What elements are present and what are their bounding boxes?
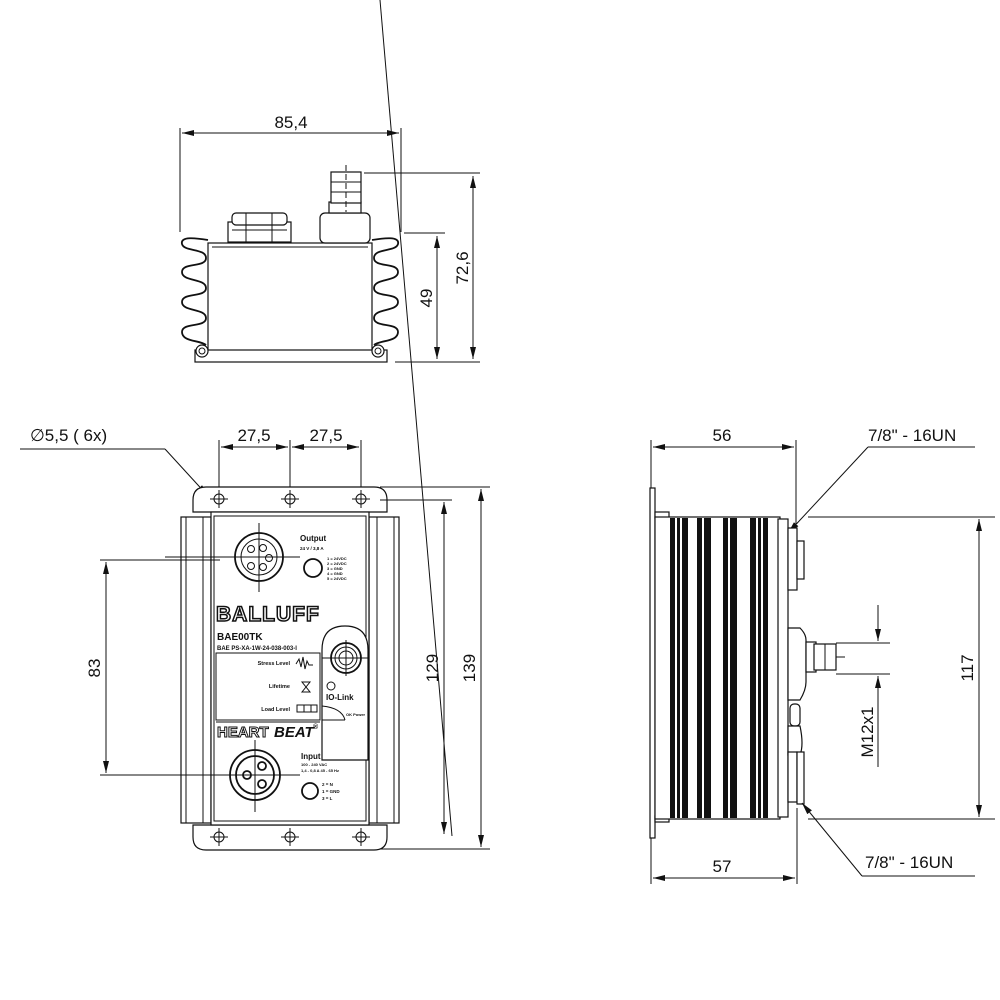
series-logo-beat: BEAT	[274, 724, 316, 741]
spacing-left-label: 27,5	[237, 426, 270, 445]
io-link-logo-icon	[326, 681, 336, 691]
svg-text:®: ®	[313, 723, 319, 731]
svg-text:Lifetime: Lifetime	[269, 684, 290, 690]
heat-fins-right	[371, 237, 399, 346]
power-status: OK Power	[346, 712, 366, 717]
top-view: 85,4	[179, 113, 480, 363]
part-number: BAE PS-XA-1W-24-038-003-I	[217, 646, 297, 652]
svg-text:5 = 24VDC: 5 = 24VDC	[327, 576, 347, 581]
output-pinout-icon	[303, 558, 323, 578]
front-view: ∅5,5 ( 6x) 27,5 27,5	[20, 0, 490, 851]
brand-logo: BALLUFF	[216, 603, 320, 626]
model-label: BAE00TK	[217, 632, 263, 643]
input-title: Input	[301, 752, 321, 761]
heat-fins-side	[670, 518, 768, 818]
svg-text:4 = GND: 4 = GND	[327, 571, 343, 576]
svg-text:2 = N: 2 = N	[322, 782, 333, 787]
hourglass-icon	[300, 681, 312, 693]
svg-text:1 = GND: 1 = GND	[322, 789, 340, 794]
series-logo-heart: HEART	[217, 724, 269, 741]
output-title: Output	[300, 534, 327, 543]
hole-callout: ∅5,5 ( 6x)	[30, 426, 107, 445]
svg-text:2 = 24VDC: 2 = 24VDC	[327, 561, 347, 566]
body-height-129-label: 129	[423, 654, 442, 682]
mounting-holes	[210, 490, 370, 846]
svg-text:1 = 24VDC: 1 = 24VDC	[327, 556, 347, 561]
svg-text:Stress Level: Stress Level	[258, 661, 291, 667]
power-led-arc	[321, 705, 346, 721]
thread-bottom-label: 7/8" - 16UN	[865, 853, 953, 872]
input-connector-face	[100, 740, 300, 812]
svg-text:Load Level: Load Level	[261, 707, 290, 713]
connector-spacing-label: 83	[85, 659, 104, 678]
screw-icon	[371, 344, 385, 358]
svg-text:3 = GND: 3 = GND	[327, 566, 343, 571]
body-height-label: 49	[417, 289, 436, 308]
load-bar-icon	[296, 704, 318, 713]
io-link-label: IO-Link	[326, 693, 354, 702]
total-height-label: 72,6	[453, 251, 472, 284]
output-rating: 24 V / 3,8 A	[300, 546, 324, 551]
svg-text:3 = L: 3 = L	[322, 796, 333, 801]
output-connector-face	[165, 523, 300, 592]
svg-text:1,4 - 0,8 A 45 - 65 Hz: 1,4 - 0,8 A 45 - 65 Hz	[301, 768, 339, 773]
svg-text:100 - 240 VAC: 100 - 240 VAC	[301, 762, 327, 767]
depth-top-label: 56	[713, 426, 732, 445]
spacing-right-label: 27,5	[309, 426, 342, 445]
top-body	[207, 242, 373, 361]
depth-bottom-label: 57	[713, 857, 732, 876]
input-gland	[227, 212, 292, 243]
io-link-port	[322, 640, 368, 676]
m12-label: M12x1	[858, 706, 877, 757]
height-117-label: 117	[958, 654, 977, 681]
output-connector	[319, 165, 371, 244]
stress-wave-icon	[295, 656, 313, 670]
input-pinout-icon	[301, 782, 319, 800]
screw-icon	[195, 344, 209, 358]
thread-top-label: 7/8" - 16UN	[868, 426, 956, 445]
heat-fins-left	[181, 237, 209, 346]
total-height-139-label: 139	[460, 654, 479, 682]
side-view: 56 7/8" - 16UN	[649, 426, 995, 884]
width-label: 85,4	[274, 113, 307, 132]
top-base-plate	[194, 349, 388, 363]
